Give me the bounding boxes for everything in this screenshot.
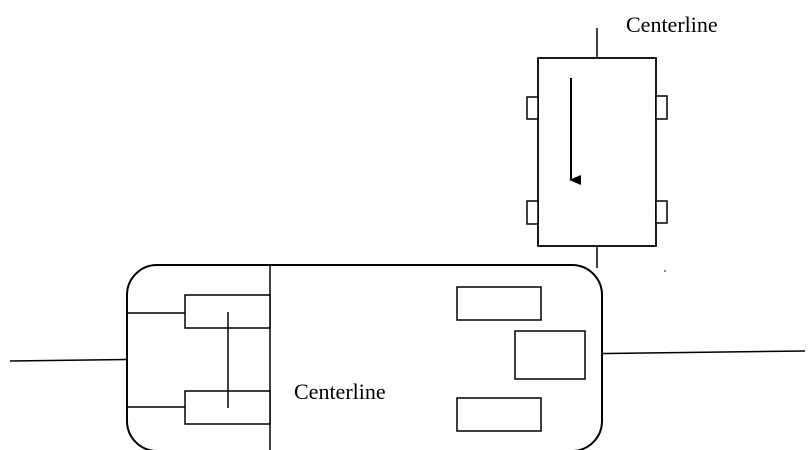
horizontal-centerline-label: Centerline [294,379,386,404]
speck-mark [664,270,666,272]
top-vehicle-body [537,57,657,247]
bottom-vehicle [126,264,603,450]
vertical-centerline-label: Centerline [626,12,718,37]
bottom-vehicle-front-center-block [514,330,586,380]
top-vehicle [526,57,668,247]
top-vehicle-wheel-rear-left [526,200,539,225]
bottom-vehicle-front-right-block [456,397,542,432]
bottom-vehicle-front-left-block [456,286,542,321]
top-vehicle-wheel-rear-right [655,200,668,224]
top-vehicle-wheel-front-right [655,95,668,120]
top-vehicle-wheel-front-left [526,96,539,120]
